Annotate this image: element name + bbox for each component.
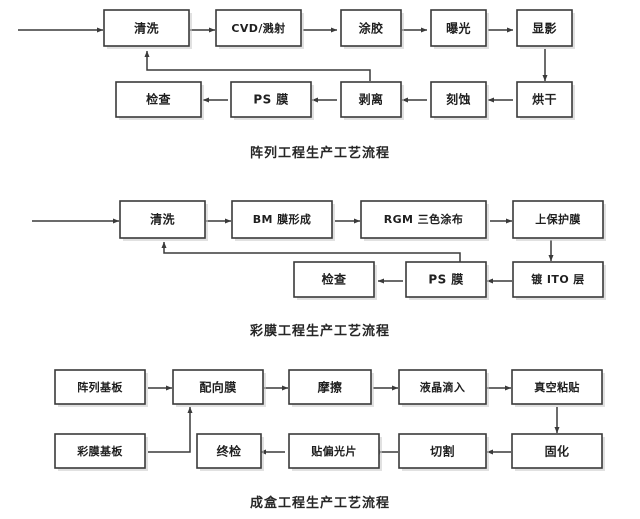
node-qingxi[interactable]: 清洗 bbox=[103, 9, 192, 49]
node-label: BM 膜形成 bbox=[253, 212, 312, 226]
node-label: 上保护膜 bbox=[535, 212, 581, 226]
node-final-inspection[interactable]: 终检 bbox=[196, 433, 264, 471]
node-label: 刻蚀 bbox=[446, 92, 471, 107]
node-cvd-sputter[interactable]: CVD/溅射 bbox=[215, 9, 304, 49]
node-label: 清洗 bbox=[150, 212, 175, 227]
node-xianying[interactable]: 显影 bbox=[516, 9, 575, 49]
node-tujiao[interactable]: 涂胶 bbox=[340, 9, 404, 49]
node-jiancha[interactable]: 检查 bbox=[115, 81, 204, 120]
node-label: PS 膜 bbox=[428, 272, 463, 287]
caption-array-process: 阵列工程生产工艺流程 bbox=[249, 146, 390, 161]
node-label: 涂胶 bbox=[359, 21, 384, 36]
node-cf-substrate[interactable]: 彩膜基板 bbox=[54, 433, 148, 471]
node-label: 显影 bbox=[532, 21, 557, 36]
node-label: 镀 ITO 层 bbox=[531, 272, 584, 286]
node-ps-film[interactable]: PS 膜 bbox=[405, 261, 489, 300]
node-boli[interactable]: 剥离 bbox=[340, 81, 404, 120]
node-label: 贴偏光片 bbox=[310, 444, 357, 458]
node-array-substrate[interactable]: 阵列基板 bbox=[54, 369, 148, 407]
node-label: 曝光 bbox=[446, 21, 471, 36]
node-label: 真空粘贴 bbox=[534, 380, 580, 394]
node-label: 清洗 bbox=[134, 21, 159, 36]
node-polarizer-attach[interactable]: 贴偏光片 bbox=[288, 433, 382, 471]
node-curing[interactable]: 固化 bbox=[511, 433, 605, 471]
node-vacuum-bonding[interactable]: 真空粘贴 bbox=[511, 369, 605, 407]
node-label: 切割 bbox=[430, 444, 455, 459]
node-honggan[interactable]: 烘干 bbox=[516, 81, 575, 120]
node-label: 摩擦 bbox=[318, 380, 343, 395]
node-ps-film[interactable]: PS 膜 bbox=[230, 81, 314, 120]
flowchart-cell-process: 阵列基板 配向膜 摩擦 液晶滴入 真空粘贴 固化 bbox=[54, 369, 605, 471]
node-lc-drop[interactable]: 液晶滴入 bbox=[398, 369, 489, 407]
node-label: 彩膜基板 bbox=[76, 444, 123, 458]
edge-cf-substrate-to-alignment-film bbox=[148, 406, 193, 453]
caption-cell-process: 成盒工程生产工艺流程 bbox=[249, 496, 390, 511]
node-label: PS 膜 bbox=[253, 92, 288, 107]
node-label: 阵列基板 bbox=[77, 380, 123, 394]
node-protective-film[interactable]: 上保护膜 bbox=[512, 200, 606, 241]
edge-psmo-feedback-to-qingxi bbox=[161, 241, 461, 263]
node-rgm-color-coating[interactable]: RGM 三色涂布 bbox=[360, 200, 489, 241]
node-label: CVD/溅射 bbox=[231, 21, 285, 35]
edge-group bbox=[18, 27, 548, 103]
node-ito-layer[interactable]: 镀 ITO 层 bbox=[512, 261, 606, 300]
node-label: 检查 bbox=[146, 92, 171, 107]
node-label: 配向膜 bbox=[199, 380, 236, 395]
node-baoguang[interactable]: 曝光 bbox=[430, 9, 489, 49]
edge-group bbox=[148, 385, 560, 455]
node-label: 液晶滴入 bbox=[420, 380, 466, 394]
node-qingxi[interactable]: 清洗 bbox=[119, 200, 208, 241]
caption-color-filter-process: 彩膜工程生产工艺流程 bbox=[249, 324, 390, 339]
node-label: 烘干 bbox=[532, 92, 557, 107]
node-label: RGM 三色涂布 bbox=[384, 212, 463, 226]
node-cutting[interactable]: 切割 bbox=[398, 433, 489, 471]
node-label: 终检 bbox=[217, 444, 242, 459]
node-bm-film[interactable]: BM 膜形成 bbox=[231, 200, 335, 241]
edge-group bbox=[32, 218, 554, 284]
node-jiancha[interactable]: 检查 bbox=[293, 261, 377, 300]
edge-boli-feedback-to-qingxi bbox=[144, 50, 371, 81]
flowchart-color-filter-process: 清洗 BM 膜形成 RGM 三色涂布 上保护膜 镀 ITO 层 PS 膜 bbox=[32, 200, 606, 300]
node-label: 检查 bbox=[322, 272, 347, 287]
flowchart-array-process: 清洗 CVD/溅射 涂胶 曝光 显影 烘干 bbox=[18, 9, 575, 120]
node-label: 剥离 bbox=[359, 92, 384, 107]
node-label: 固化 bbox=[545, 444, 570, 459]
node-rubbing[interactable]: 摩擦 bbox=[288, 369, 374, 407]
node-keshi[interactable]: 刻蚀 bbox=[430, 81, 489, 120]
node-alignment-film[interactable]: 配向膜 bbox=[172, 369, 266, 407]
